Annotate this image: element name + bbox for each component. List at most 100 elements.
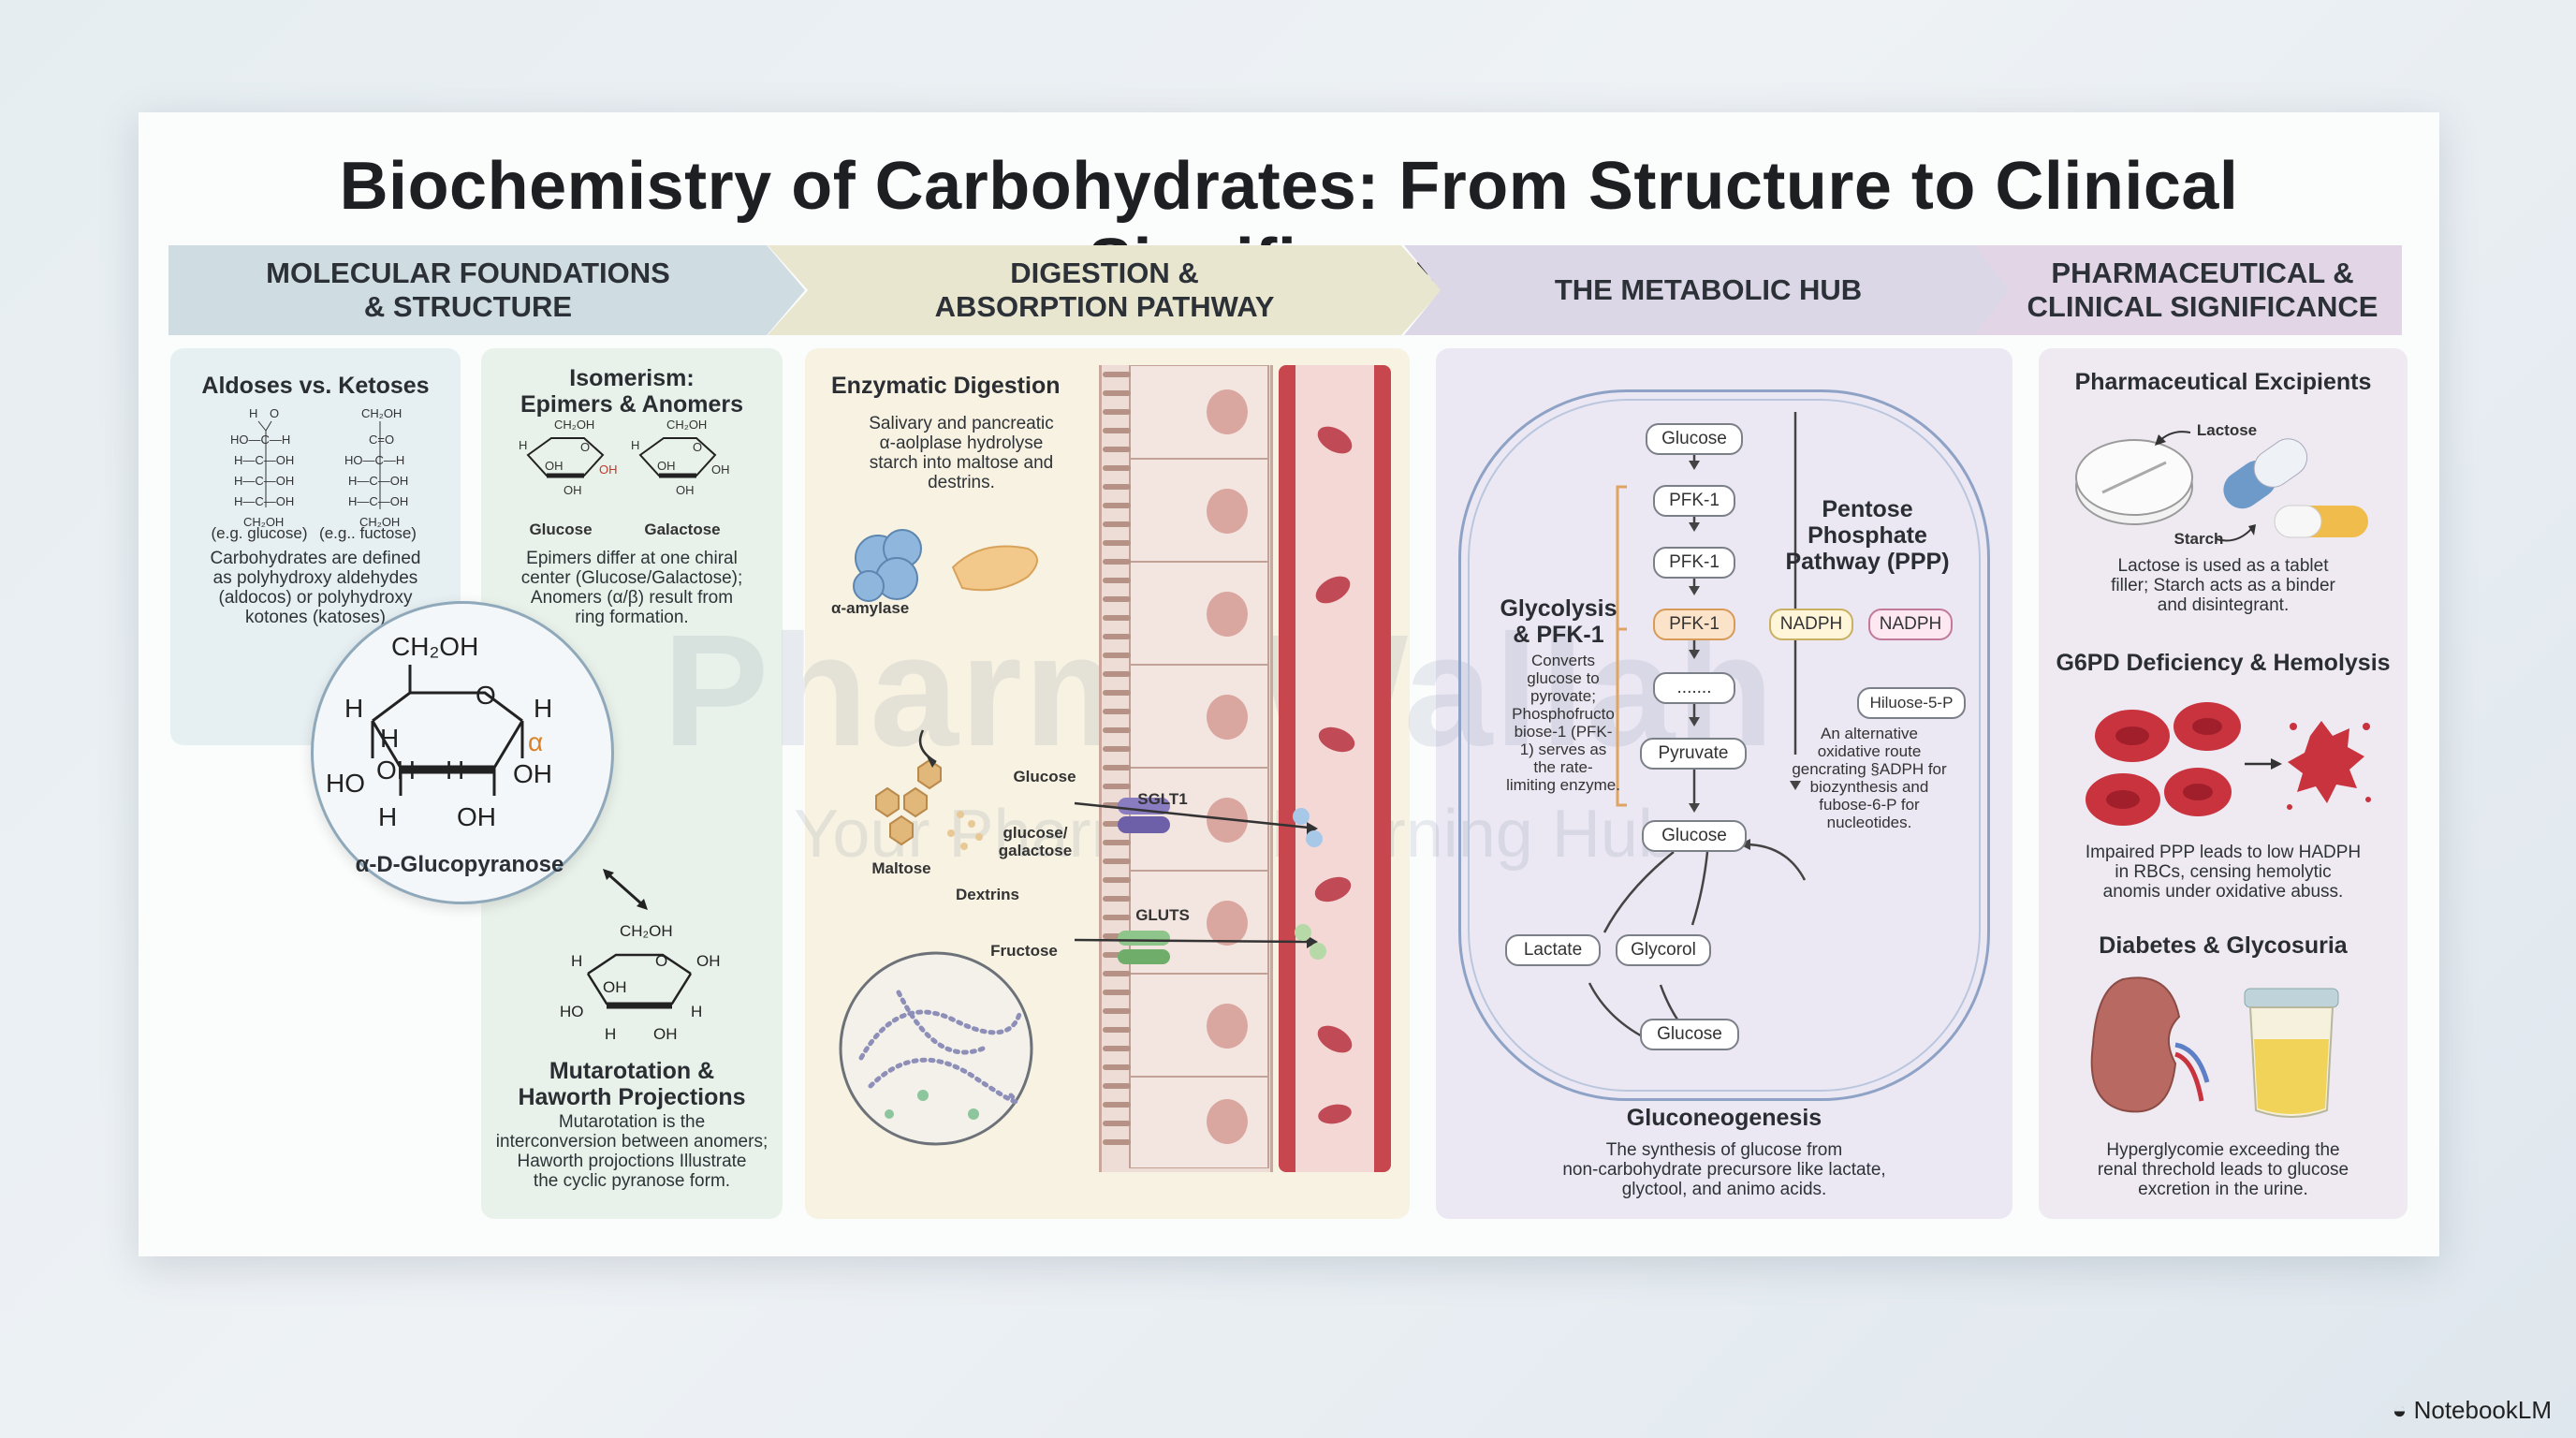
fischer-row: H—C—OH	[348, 474, 408, 488]
starch-magnifier-icon	[839, 951, 1033, 1146]
svg-text:H: H	[446, 756, 464, 785]
band-pharmaceutical: PHARMACEUTICAL &CLINICAL SIGNIFICANCE	[1975, 245, 2402, 335]
band-label-line1: THE METABOLIC HUB	[1554, 273, 1863, 306]
epimer-rings-icon: CH₂OH CH₂OH O O H H OH OH OH OH OH OH	[519, 418, 730, 497]
fischer-h: H	[249, 406, 257, 420]
excipients-heading: Pharmaceutical Excipients	[2074, 369, 2372, 395]
fischer-row: CH₂OH	[361, 406, 402, 420]
svg-text:O: O	[580, 440, 590, 454]
g6pd-heading: G6PD Deficiency & Hemolysis	[2056, 650, 2391, 676]
notebooklm-brand: ◒ NotebookLM	[2393, 1396, 2552, 1425]
amylase-enzyme-icon	[853, 529, 1038, 602]
brand-label: NotebookLM	[2413, 1396, 2552, 1424]
node-pfk1-highlight: PFK-1	[1653, 609, 1735, 640]
node-pyruvate: Pyruvate	[1640, 738, 1747, 770]
notebooklm-logo-icon: ◒	[2392, 1396, 2414, 1424]
transporter-arrows-icon	[1074, 798, 1326, 964]
glucopyranose-ring-icon: CH₂OH O H H H OH H OH HO H OH α	[326, 632, 552, 831]
fischer-projections-icon: H O HO—C—H H—C—OH H—C—OH H—C—OH CH₂OH CH…	[230, 406, 408, 529]
sglt1-label: SGLT1	[1137, 790, 1188, 808]
fischer-row: H—C—OH	[234, 453, 294, 467]
node-intermediates: .......	[1653, 672, 1735, 704]
band-molecular-foundations: MOLECULAR FOUNDATIONS& STRUCTURE	[168, 245, 805, 335]
blood-vessel	[1279, 365, 1391, 1172]
fischer-row: HO—C—H	[344, 453, 404, 467]
fischer-row: H—C—OH	[348, 494, 408, 508]
svg-text:OH: OH	[711, 462, 730, 477]
label-fructose-example: (e.g.. fuctose)	[319, 524, 417, 542]
svg-text:O: O	[476, 681, 496, 710]
glycolysis-heading: Glycolysis& PFK-1	[1500, 595, 1617, 648]
glucopyranose-label: α-D-Glucopyranose	[355, 852, 564, 877]
starch-label: Starch	[2174, 530, 2224, 548]
svg-text:OH: OH	[457, 802, 496, 831]
enterocyte-cells-icon	[1103, 364, 1269, 1169]
svg-text:OH: OH	[545, 459, 564, 473]
node-glycerol: Glycorol	[1616, 934, 1711, 966]
intestinal-epithelium	[1099, 364, 1273, 1172]
svg-text:OH: OH	[696, 952, 721, 970]
infographic-poster: Biochemistry of Carbohydrates: From Stru…	[139, 112, 2439, 1256]
band-label-line1: PHARMACEUTICAL &	[2051, 257, 2354, 289]
dextrins-label: Dextrins	[955, 886, 1020, 903]
svg-text:α: α	[528, 727, 543, 756]
svg-text:OH: OH	[653, 1025, 678, 1043]
svg-text:OH: OH	[599, 462, 618, 477]
amylase-label: α-amylase	[831, 599, 910, 617]
fischer-o: O	[270, 406, 279, 420]
svg-text:O: O	[655, 952, 667, 970]
svg-text:OH: OH	[376, 756, 416, 785]
lactose-label: Lactose	[2196, 421, 2258, 439]
glucopyranose-lens	[311, 601, 614, 904]
svg-text:OH: OH	[513, 759, 552, 788]
red-blood-cells-icon	[1314, 426, 1355, 1124]
svg-text:H: H	[605, 1025, 616, 1043]
svg-text:H: H	[380, 724, 399, 753]
svg-text:H: H	[534, 694, 552, 723]
label-glucose: Glucose	[529, 521, 593, 538]
svg-text:H: H	[344, 694, 363, 723]
fischer-row: HO—C—H	[230, 433, 290, 447]
svg-text:H: H	[378, 802, 397, 831]
mutarotation-heading: Mutarotation &Haworth Projections	[518, 1058, 746, 1110]
glucose-galactose-label: glucose/galactose	[998, 824, 1073, 859]
band-label-line1: DIGESTION &	[1010, 257, 1199, 289]
svg-text:HO: HO	[326, 769, 365, 798]
metabolic-cell-outline	[1458, 389, 1990, 1101]
band-digestion: DIGESTION &ABSORPTION PATHWAY	[768, 245, 1442, 335]
node-nadph-1: NADPH	[1769, 609, 1853, 640]
digestion-heading: Enzymatic Digestion	[831, 373, 1061, 399]
fischer-row: C=O	[369, 433, 394, 447]
node-pfk1-a: PFK-1	[1653, 485, 1735, 517]
fructose-label: Fructose	[990, 942, 1058, 960]
node-glucose-mid: Glucose	[1642, 820, 1747, 852]
equilibrium-arrow-icon	[603, 869, 648, 910]
hemolysis-rbc-icon	[2086, 702, 2371, 826]
svg-text:HO: HO	[560, 1003, 584, 1020]
fischer-row: H—C—OH	[234, 494, 294, 508]
aldoses-heading: Aldoses vs. Ketoses	[201, 373, 430, 399]
node-glucose-bottom: Glucose	[1640, 1019, 1739, 1050]
band-label-line1: MOLECULAR FOUNDATIONS	[266, 257, 670, 289]
node-nadph-2: NADPH	[1868, 609, 1953, 640]
diabetes-heading: Diabetes & Glycosuria	[2099, 932, 2348, 959]
svg-text:CH₂OH: CH₂OH	[666, 418, 707, 432]
node-ribose-5-p: Hiluose-5-P	[1857, 687, 1966, 719]
svg-text:H: H	[571, 952, 582, 970]
maltose-label: Maltose	[871, 859, 931, 877]
svg-text:CH₂OH: CH₂OH	[554, 418, 594, 432]
gluts-label: GLUTS	[1135, 906, 1190, 924]
kidney-urine-icon	[2090, 976, 2339, 1118]
svg-text:H: H	[691, 1003, 702, 1020]
band-metabolic-hub: THE METABOLIC HUB	[1404, 245, 2012, 335]
svg-text:H: H	[631, 438, 639, 452]
glucose-transport-label: Glucose	[1013, 768, 1076, 785]
